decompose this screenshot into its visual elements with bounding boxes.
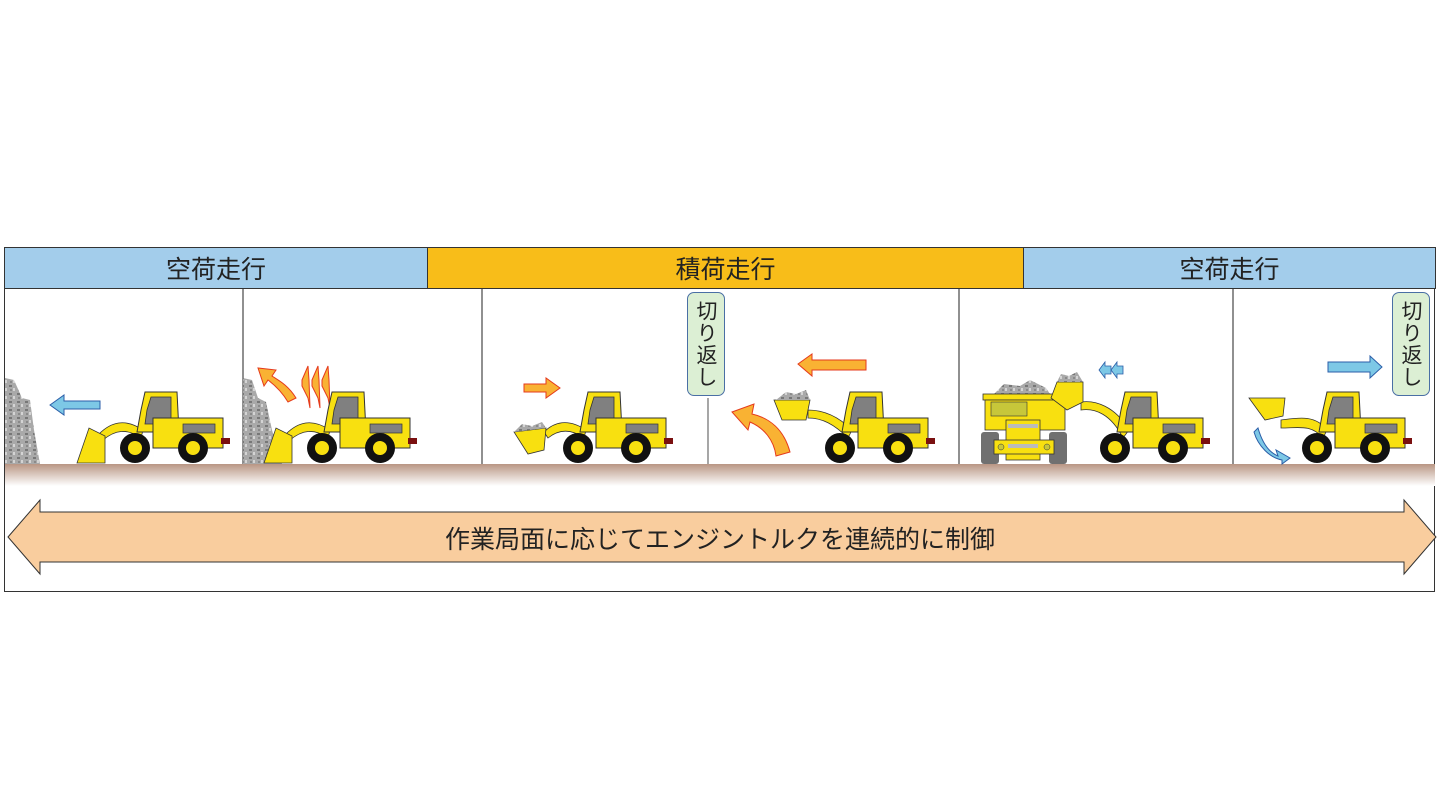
phase-label: 空荷走行 — [1179, 255, 1280, 284]
rock-pile — [5, 378, 40, 464]
phase-header-empty-travel-2: 空荷走行 — [1023, 247, 1436, 289]
arrow-forward-icon — [523, 377, 561, 399]
ground — [5, 464, 1435, 486]
phase-label: 積荷走行 — [675, 255, 776, 284]
wheel-loader — [263, 391, 418, 464]
wheel-loader-loaded — [773, 390, 936, 464]
turn-arrow-icon — [731, 403, 791, 457]
bucket-lower-arrow-icon — [1253, 427, 1291, 465]
arrow-reverse-icon — [49, 394, 101, 416]
turnaround-tag: 切り返し — [1392, 292, 1430, 396]
wheel-loader-dumping — [1050, 372, 1211, 464]
arrow-forward-icon — [1327, 354, 1383, 380]
turnaround-tag: 切り返し — [687, 292, 725, 396]
arrow-reverse-icon — [797, 353, 867, 378]
continuous-torque-control-label: 作業局面に応じてエンジントルクを連続的に制御 — [444, 525, 995, 554]
wheel-loader-loaded — [513, 391, 674, 464]
continuous-control-double-arrow — [7, 498, 1437, 576]
push-force-icon — [301, 365, 331, 409]
dump-truck — [981, 380, 1068, 464]
wheel-loader — [1248, 391, 1413, 464]
phase-label: 空荷走行 — [165, 255, 266, 284]
approach-arrows-icon — [1098, 360, 1124, 380]
bucket-lift-arrow-icon — [257, 367, 297, 403]
phase-header-empty-travel-1: 空荷走行 — [4, 247, 428, 289]
phase-header-loaded-travel: 積荷走行 — [427, 247, 1024, 289]
